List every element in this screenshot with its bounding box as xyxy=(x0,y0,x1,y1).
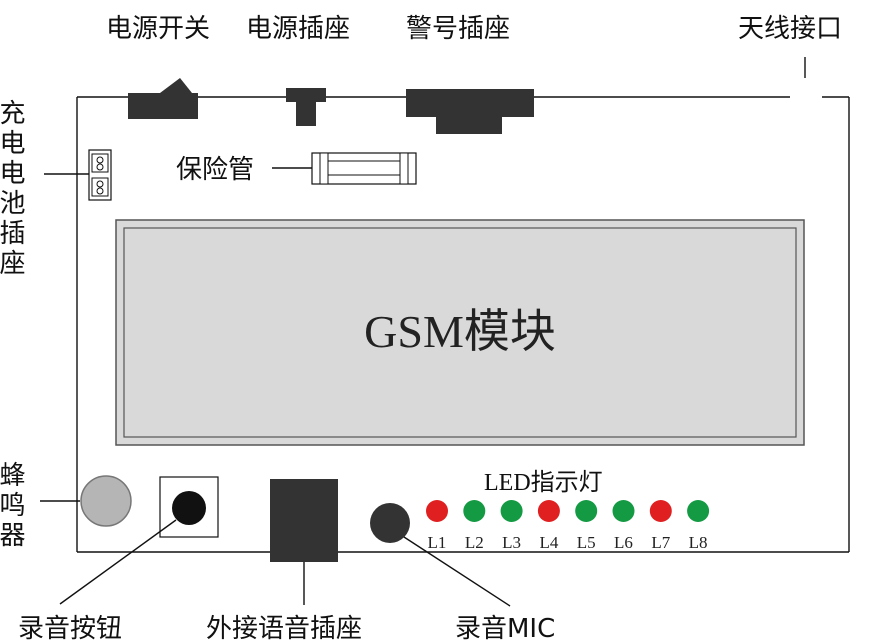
power-socket-label: 电源插座 xyxy=(246,14,350,44)
led-l2 xyxy=(463,500,486,522)
led-label-l7: L7 xyxy=(651,533,670,552)
led-indicators: L1 L2 L3 L4 L5 L6 L7 L8 xyxy=(426,500,710,552)
power-socket xyxy=(286,88,326,126)
alarm-socket-label: 警号插座 xyxy=(406,14,510,44)
ext-voice-socket xyxy=(270,479,338,562)
battery-socket xyxy=(44,149,112,201)
power-switch-label: 电源开关 xyxy=(106,14,210,44)
led-l7 xyxy=(649,500,672,522)
led-label-l4: L4 xyxy=(539,533,558,552)
led-l1 xyxy=(426,500,448,522)
led-l4 xyxy=(537,500,560,522)
led-l8 xyxy=(687,500,710,522)
ext-voice-socket-label: 外接语音插座 xyxy=(206,614,362,644)
record-button xyxy=(159,476,219,538)
record-mic xyxy=(370,503,410,543)
led-label-l1: L1 xyxy=(428,533,447,552)
record-button-label: 录音按钮 xyxy=(18,614,122,644)
record-mic-leader xyxy=(403,536,511,607)
led-label-l6: L6 xyxy=(614,533,633,552)
led-title: LED指示灯 xyxy=(484,469,603,496)
led-label-l5: L5 xyxy=(577,533,596,552)
led-label-l2: L2 xyxy=(465,533,484,552)
led-l5 xyxy=(575,500,598,522)
led-label-l3: L3 xyxy=(502,533,521,552)
buzzer-label: 蜂鸣器 xyxy=(0,461,25,551)
antenna-port-label: 天线接口 xyxy=(738,14,842,44)
alarm-socket xyxy=(406,89,534,134)
led-label-l8: L8 xyxy=(689,533,708,552)
gsm-module-label: GSM模块 xyxy=(364,306,556,357)
buzzer xyxy=(80,475,132,527)
record-mic-label: 录音MIC xyxy=(455,614,555,644)
fuse-holder xyxy=(272,152,417,185)
fuse-label: 保险管 xyxy=(176,155,254,185)
led-l3 xyxy=(500,500,523,522)
record-button-leader xyxy=(59,519,177,605)
led-l6 xyxy=(612,500,635,522)
power-switch xyxy=(128,78,198,119)
gsm-module: GSM模块 xyxy=(115,219,805,446)
battery-socket-label: 充电电池插座 xyxy=(0,99,25,279)
